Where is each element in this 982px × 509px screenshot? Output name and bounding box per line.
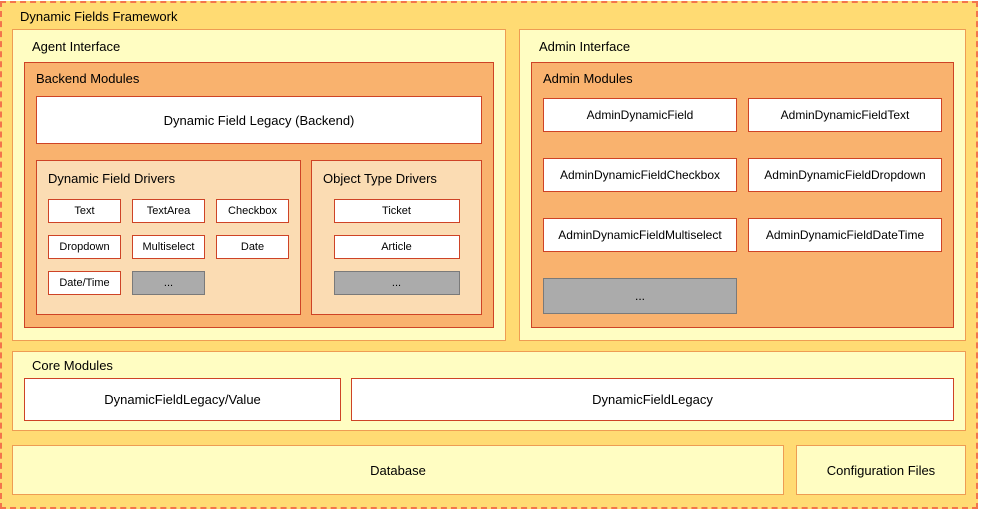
database-box: Database	[12, 445, 784, 495]
admin-module-grid: AdminDynamicField AdminDynamicFieldText …	[543, 98, 942, 314]
backend-modules-panel: Backend Modules Dynamic Field Legacy (Ba…	[24, 62, 494, 328]
driver-chip-datetime: Date/Time	[48, 271, 121, 295]
configuration-files-box: Configuration Files	[796, 445, 966, 495]
agent-interface-panel: Agent Interface Backend Modules Dynamic …	[12, 29, 506, 341]
admin-chip-datetime: AdminDynamicFieldDateTime	[748, 218, 942, 252]
object-chip-ticket: Ticket	[333, 199, 460, 223]
admin-interface-panel: Admin Interface Admin Modules AdminDynam…	[519, 29, 966, 341]
admin-modules-title: Admin Modules	[543, 71, 633, 86]
driver-chip-dropdown: Dropdown	[48, 235, 121, 259]
backend-modules-title: Backend Modules	[36, 71, 140, 86]
dynamic-field-legacy-backend-box: Dynamic Field Legacy (Backend)	[36, 96, 482, 144]
driver-chip-more: ...	[132, 271, 205, 295]
driver-chip-checkbox: Checkbox	[216, 199, 289, 223]
object-chip-more: ...	[333, 271, 460, 295]
core-modules-row: DynamicFieldLegacy/Value DynamicFieldLeg…	[24, 378, 954, 421]
core-box-legacy: DynamicFieldLegacy	[351, 378, 954, 421]
admin-interface-title: Admin Interface	[539, 39, 631, 54]
admin-chip-multiselect: AdminDynamicFieldMultiselect	[543, 218, 737, 252]
drivers-row: Dynamic Field Drivers Text TextArea Chec…	[36, 160, 482, 315]
agent-interface-title: Agent Interface	[32, 39, 121, 54]
core-box-legacy-value: DynamicFieldLegacy/Value	[24, 378, 341, 421]
driver-chip-date: Date	[216, 235, 289, 259]
driver-chip-multiselect: Multiselect	[132, 235, 205, 259]
admin-chip-text: AdminDynamicFieldText	[748, 98, 942, 132]
admin-chip-more: ...	[543, 278, 737, 314]
object-type-drivers-title: Object Type Drivers	[323, 171, 437, 186]
storage-row: Database Configuration Files	[12, 445, 966, 495]
interfaces-row: Agent Interface Backend Modules Dynamic …	[12, 29, 966, 341]
object-type-drivers-panel: Object Type Drivers Ticket Article ...	[311, 160, 482, 315]
framework-title: Dynamic Fields Framework	[20, 9, 178, 24]
admin-chip-dynamicfield: AdminDynamicField	[543, 98, 737, 132]
core-modules-title: Core Modules	[32, 358, 113, 373]
admin-modules-panel: Admin Modules AdminDynamicField AdminDyn…	[531, 62, 954, 328]
admin-chip-dropdown: AdminDynamicFieldDropdown	[748, 158, 942, 192]
core-modules-panel: Core Modules DynamicFieldLegacy/Value Dy…	[12, 351, 966, 431]
dynamic-field-drivers-panel: Dynamic Field Drivers Text TextArea Chec…	[36, 160, 301, 315]
driver-chip-text: Text	[48, 199, 121, 223]
object-chip-article: Article	[333, 235, 460, 259]
dynamic-field-drivers-title: Dynamic Field Drivers	[48, 171, 176, 186]
object-driver-list: Ticket Article ...	[323, 199, 470, 295]
admin-chip-checkbox: AdminDynamicFieldCheckbox	[543, 158, 737, 192]
driver-chip-textarea: TextArea	[132, 199, 205, 223]
field-driver-grid: Text TextArea Checkbox Dropdown Multisel…	[48, 199, 289, 295]
